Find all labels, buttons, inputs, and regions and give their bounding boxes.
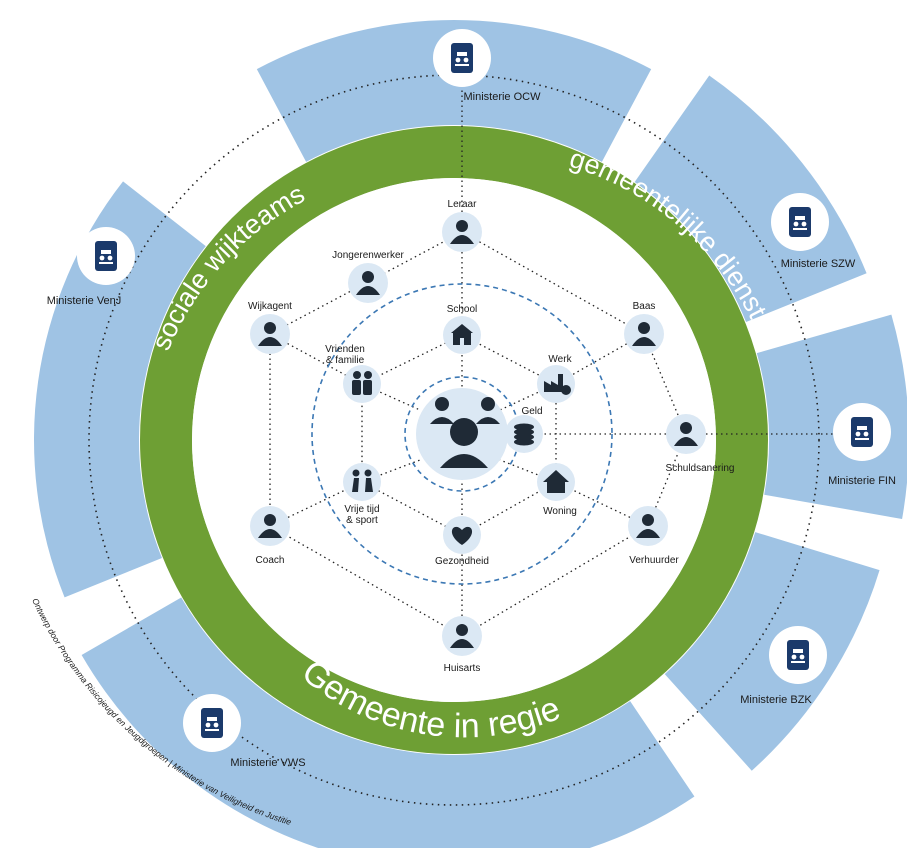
role-label: Huisarts: [444, 663, 481, 674]
segment-fin: [756, 314, 907, 520]
domain-label: Werk: [548, 354, 572, 365]
ministry-fin[interactable]: Ministerie FIN: [828, 403, 896, 487]
ministry-label: Ministerie FIN: [828, 475, 896, 487]
domain-label: Geld: [521, 406, 542, 417]
dashed-circle-outer: [311, 283, 613, 585]
role-huisarts[interactable]: Huisarts: [442, 616, 482, 674]
domain-werk[interactable]: Werk: [537, 354, 575, 403]
play-icon: [352, 469, 373, 492]
coins-icon: [514, 423, 534, 446]
domain-label: Woning: [543, 506, 577, 517]
ministry-label: Ministerie SZW: [781, 258, 856, 270]
domain-school[interactable]: School: [443, 304, 481, 354]
role-label: Coach: [256, 555, 285, 566]
ministry-label: Ministerie BZK: [740, 694, 812, 706]
domain-woning[interactable]: Woning: [537, 463, 577, 517]
role-verhuurder[interactable]: Verhuurder: [628, 506, 679, 566]
role-label: Schuldsanering: [666, 463, 735, 474]
coat-of-arms-icon: [851, 417, 873, 447]
coat-of-arms-icon: [95, 241, 117, 271]
nodes: Ministerie OCW Ministerie SZW Ministerie F…: [47, 29, 896, 769]
school-icon: [451, 324, 473, 345]
role-label: Wijkagent: [248, 301, 292, 312]
youth-worker-icon: [356, 271, 380, 295]
green-ring: [140, 126, 768, 754]
doctor-icon: [450, 624, 474, 648]
ministry-label: Ministerie VWS: [230, 757, 305, 769]
role-label: Verhuurder: [629, 555, 679, 566]
house-icon: [543, 470, 569, 493]
role-wijkagent[interactable]: Wijkagent: [248, 301, 292, 354]
friends-icon: [352, 371, 372, 395]
debt-counselor-icon: [674, 422, 698, 446]
segment-venj: [33, 181, 206, 598]
segment-ocw: [256, 20, 652, 162]
segment-szw: [634, 75, 867, 322]
coat-of-arms-icon: [789, 207, 811, 237]
role-label: Jongerenwerker: [332, 250, 404, 261]
domain-label: Vrienden& familie: [325, 344, 365, 366]
segment-vws: [81, 597, 695, 848]
coat-of-arms-icon: [451, 43, 473, 73]
domain-vrije_tijd[interactable]: Vrije tijd& sport: [343, 463, 381, 526]
domain-vrienden[interactable]: Vrienden& familie: [325, 344, 381, 403]
center-child: [416, 388, 508, 480]
domain-label: Vrije tijd& sport: [344, 504, 379, 526]
role-schuldsanering[interactable]: Schuldsanering: [666, 414, 735, 474]
ministry-szw[interactable]: Ministerie SZW: [771, 193, 856, 270]
coach-icon: [258, 514, 282, 538]
teacher-icon: [450, 220, 474, 244]
ministry-label: Ministerie VenJ: [47, 295, 122, 307]
domain-label: School: [447, 304, 478, 315]
heart-icon: [451, 526, 473, 545]
landlord-icon: [636, 514, 660, 538]
child-with-parents-icon: [430, 397, 500, 468]
ministry-label: Ministerie OCW: [463, 91, 541, 103]
outer-dotted-ring: [88, 74, 820, 806]
coat-of-arms-icon: [787, 640, 809, 670]
police-officer-icon: [258, 322, 282, 346]
role-label: Leraar: [448, 199, 478, 210]
ministry-bzk[interactable]: Ministerie BZK: [740, 626, 827, 706]
coat-of-arms-icon: [201, 708, 223, 738]
domain-gezondheid[interactable]: Gezondheid: [435, 516, 489, 567]
domain-geld[interactable]: Geld: [505, 406, 543, 453]
role-label: Baas: [633, 301, 656, 312]
domain-label: Gezondheid: [435, 556, 489, 567]
ministry-ocw[interactable]: Ministerie OCW: [433, 29, 541, 103]
factory-icon: [544, 374, 571, 395]
role-baas[interactable]: Baas: [624, 301, 664, 354]
ministry-venj[interactable]: Ministerie VenJ: [47, 227, 135, 307]
ministry-vws[interactable]: Ministerie VWS: [183, 694, 306, 769]
boss-icon: [632, 322, 656, 346]
role-leraar[interactable]: Leraar: [442, 199, 482, 252]
role-coach[interactable]: Coach: [250, 506, 290, 566]
role-jongerenwerker[interactable]: Jongerenwerker: [332, 250, 405, 303]
